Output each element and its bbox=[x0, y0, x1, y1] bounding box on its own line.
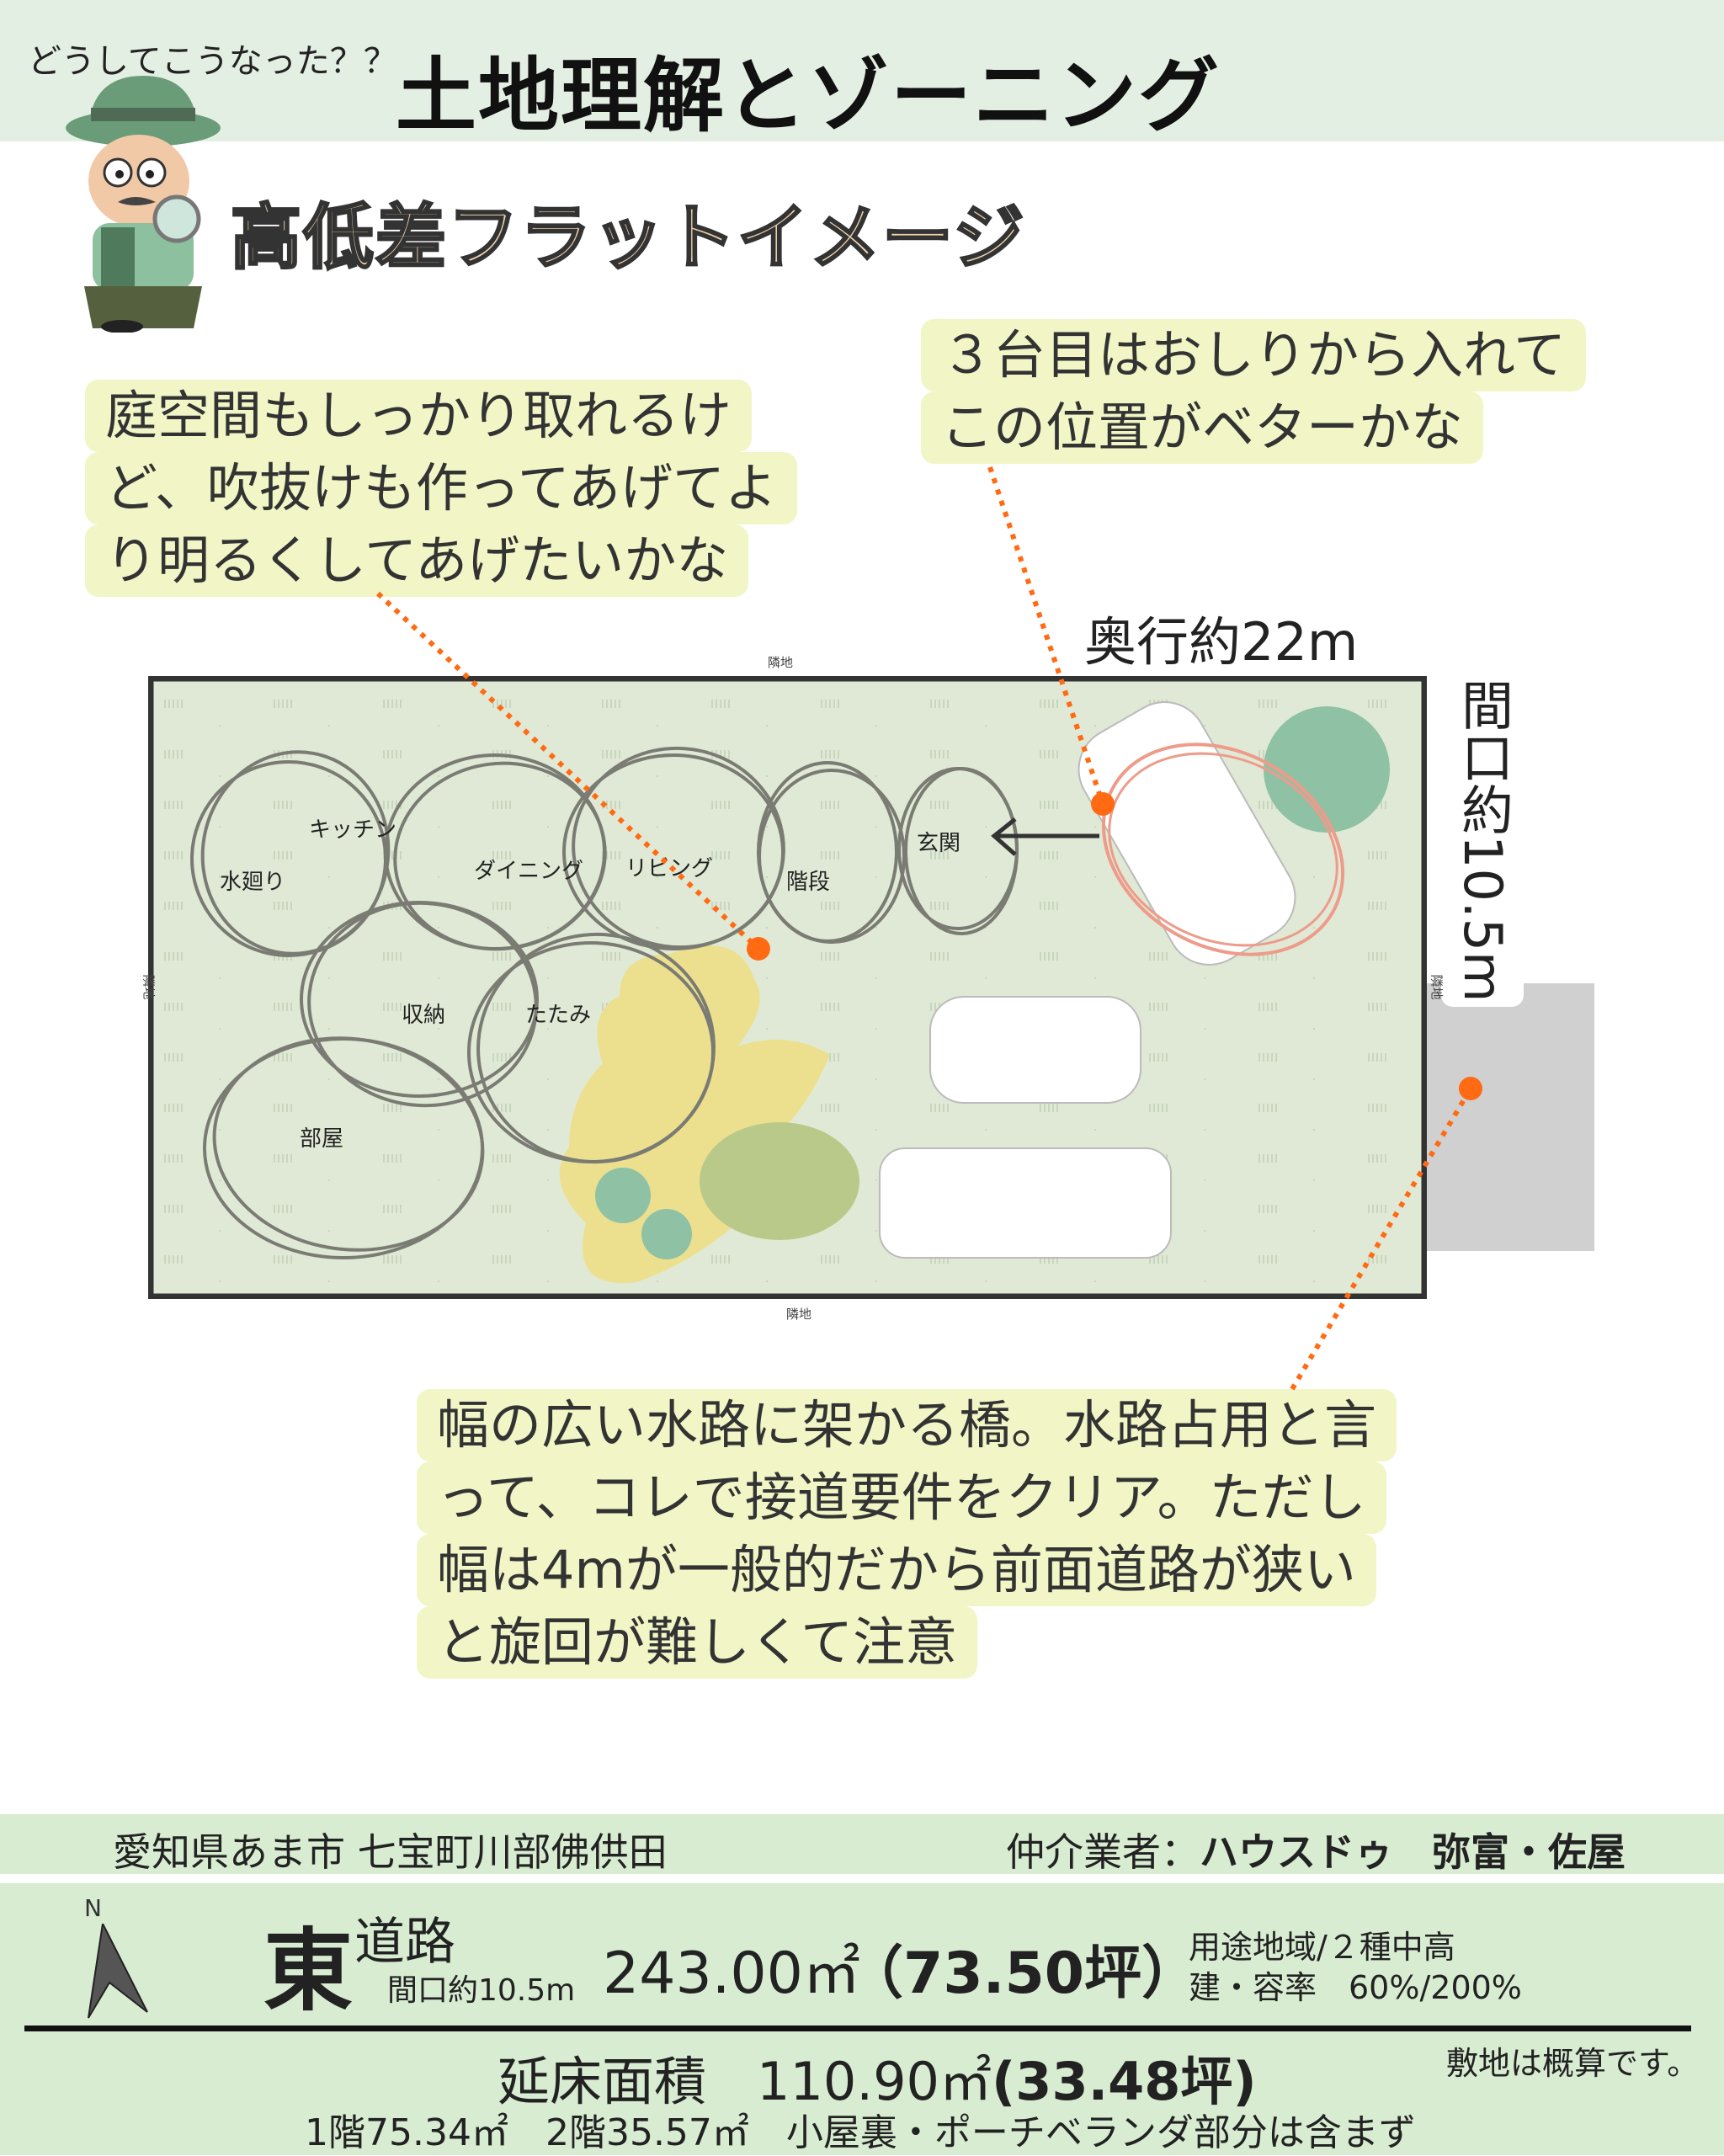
north-label: N bbox=[84, 1894, 102, 1922]
floors-detail: 1階75.34㎡ 2階35.57㎡ 小屋裏・ポーチベランダ部分は含まず bbox=[305, 2111, 1416, 2154]
bubble-line: り明るくしてあげたいかな bbox=[85, 524, 749, 597]
broker: 仲介業者：ハウスドゥ 弥富・佐屋 bbox=[1006, 1822, 1626, 1877]
tree bbox=[700, 1122, 859, 1240]
floor-area-tsubo: (33.48坪) bbox=[991, 2051, 1257, 2112]
neighbor-label-bottom: 隣地 bbox=[786, 1307, 812, 1322]
broker-label: 仲介業者： bbox=[1006, 1829, 1200, 1875]
road-bridge-area bbox=[1423, 983, 1594, 1251]
zoning-circles bbox=[190, 746, 1019, 1259]
bubble-line: ど、吹抜けも作ってあげてよ bbox=[85, 452, 797, 524]
room-label-tatami: たたみ bbox=[525, 1003, 592, 1028]
car bbox=[929, 996, 1141, 1104]
marker-dot bbox=[1459, 1077, 1482, 1100]
marker-dot bbox=[747, 937, 770, 961]
neighbor-label-top: 隣地 bbox=[768, 655, 794, 670]
address: 愛知県あま市 七宝町川部佛供田 bbox=[113, 1829, 668, 1875]
depth-label: 奥行約22m bbox=[1084, 611, 1359, 673]
divider bbox=[24, 2026, 1691, 2031]
road-direction: 東 bbox=[263, 1919, 353, 2023]
room-label-storage: 収納 bbox=[402, 1003, 446, 1028]
room-label-kitchen: キッチン bbox=[309, 817, 397, 843]
tree bbox=[641, 1209, 692, 1259]
bubble-line: 幅の広い水路に架かる橋。水路占用と言 bbox=[417, 1389, 1397, 1461]
road-label: 道路 bbox=[354, 1913, 455, 1972]
bubble-line: ３台目はおしりから入れて bbox=[921, 319, 1587, 391]
floor-area: 延床面積 110.90㎡(33.48坪) bbox=[498, 2039, 1257, 2115]
address-band bbox=[0, 1814, 1724, 1874]
car bbox=[879, 1147, 1172, 1259]
site-area: 243.00㎡ bbox=[603, 1940, 860, 2007]
coverage-ratios: 建・容率 60%/200% bbox=[1189, 1969, 1522, 2006]
detective-illustration bbox=[66, 76, 221, 333]
tree bbox=[595, 1168, 651, 1223]
car-angled bbox=[1078, 701, 1296, 966]
bubble-line: 幅は4mが一般的だから前面道路が狭い bbox=[417, 1534, 1376, 1606]
marker-dot bbox=[1091, 792, 1115, 816]
road-frontage: 間口約10.5m bbox=[387, 1973, 576, 2008]
bubble-line: と旋回が難しくて注意 bbox=[417, 1606, 978, 1679]
room-label-stairs: 階段 bbox=[786, 870, 831, 895]
zoning: 用途地域/２種中高 bbox=[1189, 1929, 1455, 1966]
comment-bubble-bridge: 幅の広い水路に架かる橋。水路占用と言 って、コレで接道要件をクリア。ただし 幅は… bbox=[417, 1389, 1397, 1679]
leader-lines bbox=[375, 466, 1482, 1391]
bubble-line: 庭空間もしっかり取れるけ bbox=[85, 380, 753, 452]
kicker-text: どうしてこうなった？？ bbox=[28, 42, 397, 81]
arrow-icon bbox=[991, 817, 1099, 856]
room-label-water: 水廻り bbox=[220, 870, 286, 895]
page-title: 土地理解とゾーニング bbox=[396, 49, 1221, 143]
floor-area-value: 110.90㎡ bbox=[757, 2051, 992, 2112]
frontage-label: 間口約10.5m bbox=[1441, 673, 1524, 1008]
floor-area-label: 延床面積 bbox=[498, 2051, 707, 2112]
bubble-line: この位置がベターかな bbox=[921, 391, 1484, 464]
section-subtitle: 高低差フラットイメージ bbox=[229, 195, 1026, 280]
site-tsubo: （73.50坪） bbox=[846, 1940, 1200, 2007]
site-plan bbox=[148, 676, 1427, 1299]
north-arrow-icon bbox=[88, 1924, 148, 2019]
room-label-entrance: 玄関 bbox=[917, 831, 961, 856]
broker-name: ハウスドゥ 弥富・佐屋 bbox=[1200, 1829, 1626, 1875]
comment-bubble-garden: 庭空間もしっかり取れるけ ど、吹抜けも作ってあげてよ り明るくしてあげたいかな bbox=[85, 380, 797, 597]
approx-note: 敷地は概算です。 bbox=[1446, 2045, 1700, 2082]
room-label-room: 部屋 bbox=[300, 1126, 344, 1152]
comment-bubble-parking: ３台目はおしりから入れて この位置がベターかな bbox=[921, 319, 1587, 464]
summary-band bbox=[0, 1883, 1724, 2155]
header-band bbox=[0, 0, 1724, 141]
room-label-dining: ダイニング bbox=[474, 859, 584, 884]
bubble-line: って、コレで接道要件をクリア。ただし bbox=[417, 1461, 1386, 1534]
tree bbox=[1264, 706, 1390, 833]
